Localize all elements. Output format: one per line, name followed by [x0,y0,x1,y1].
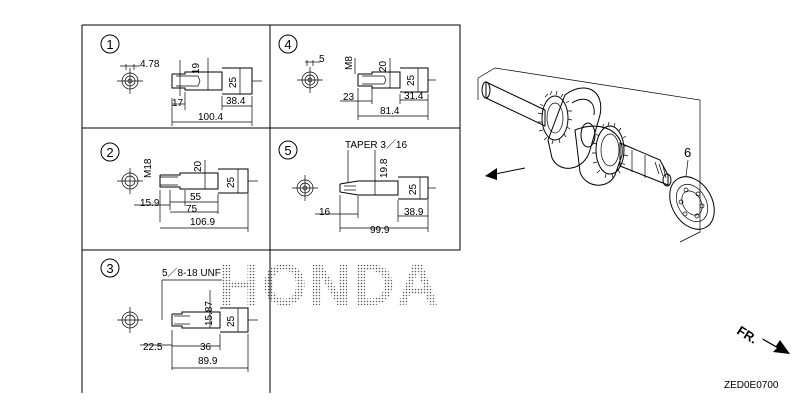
front-label: FR. [734,323,760,347]
panel-number: 1 [106,37,113,52]
dim-taper-label: TAPER 3／16 [345,139,407,151]
dim-3-label: 75 [186,204,198,215]
dim-3-label: 100.4 [198,112,223,123]
crankshaft-assembly: 6 [477,67,715,243]
dim-2-label: 31.4 [404,91,424,102]
panel-number-circle [100,34,120,54]
dimension-lines [305,60,429,120]
panel-4: 4 [278,34,436,120]
dim-2-label: 36 [200,342,212,353]
panel-number-circle [278,34,298,54]
dim-thread-label: M8 [344,56,355,70]
dim-1-label: 15.9 [140,198,160,209]
dim-1-label: 23 [343,92,355,103]
panel-number: 2 [106,145,113,160]
shaft-end-view [117,68,143,94]
dim-height-label: 20 [378,60,389,72]
panel-number: 5 [284,143,291,158]
dim-bore-label: 5 [319,54,325,65]
dim-2-label: 38.4 [226,96,246,107]
part-number-label: 6 [684,145,691,160]
panel-number: 3 [106,261,113,276]
honda-watermark: HONDA [218,253,441,318]
shaft-side-view [354,58,436,93]
dim-diameter-label: 25 [408,183,419,195]
shaft-side-view [159,160,258,194]
dim-height-label: 19 [191,62,202,74]
shaft-end-view [297,67,323,93]
shaft-end-view [117,168,143,194]
front-arrow-icon [762,338,790,354]
dim-1-label: 17 [172,98,184,109]
panel-3: 3 5／8-18 UNF 15.87 25 [100,258,258,372]
shaft-end-view [292,175,318,201]
panel-number: 4 [284,37,291,52]
dimension-lines [120,64,253,126]
dim-4-label: 106.9 [190,217,215,228]
dim-2-label: 55 [190,192,202,203]
panel-number-circle [100,258,120,278]
shaft-side-view [171,290,258,333]
dim-diameter-label: 25 [226,315,237,327]
panel-5: 5 TAPER 3／16 19.8 [278,139,436,236]
direction-arrow-icon [485,167,526,180]
dim-diameter-label: 25 [406,74,417,86]
dim-bore-label: 4.78 [140,59,160,70]
panel-2: 2 M18 20 25 15 [100,142,258,232]
panel-grid [81,24,461,393]
dim-3-label: 89.9 [198,356,218,367]
panel-1: 1 [100,34,262,126]
dim-3-label: 81.4 [380,106,400,117]
dimension-lines [140,279,249,372]
dim-diameter-label: 25 [226,176,237,188]
dim-thread-label: M18 [143,158,154,178]
front-direction-indicator: FR. [734,323,790,354]
ball-bearing [669,176,715,230]
shaft-end-view [117,307,143,333]
timing-gear [537,90,573,145]
diagram-code: ZED0E0700 [724,380,779,391]
dim-thread-label: 5／8-18 UNF [162,267,221,279]
crankshaft [481,81,672,187]
panel-number-circle [100,142,120,162]
dim-height-label: 19.8 [379,158,390,178]
dimension-lines [315,177,429,232]
shaft-side-view [339,150,436,200]
dim-diameter-label: 25 [228,76,239,88]
dim-height-label: 15.87 [204,301,215,326]
dim-1-label: 22.5 [143,342,163,353]
dim-3-label: 99.9 [370,225,390,236]
part-6-leader [685,159,689,177]
panel-number-circle [278,140,298,160]
dim-height-label: 20 [193,160,204,172]
dim-1-label: 16 [319,207,331,218]
dimension-lines [134,169,249,232]
shaft-side-view [171,58,262,96]
dim-2-label: 38.9 [404,207,424,218]
assembly-frame [477,67,701,243]
